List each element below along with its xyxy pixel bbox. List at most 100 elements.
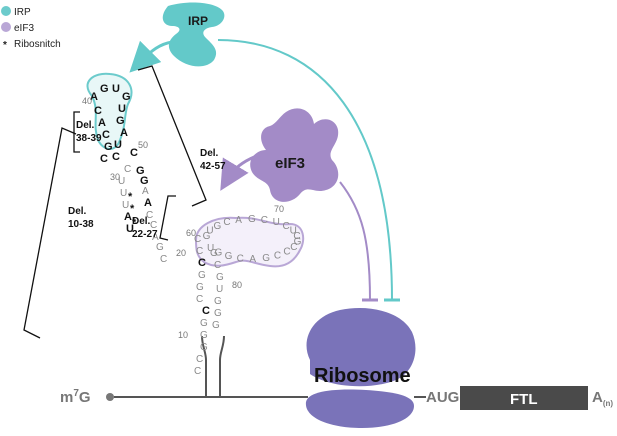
nucleotide: G [214, 308, 222, 319]
deletion-labels: Del. 38-39 Del. 42-57 Del. 10-38 Del. 22… [68, 120, 226, 240]
nucleotide: C [94, 105, 102, 117]
nucleotide: C [293, 231, 300, 242]
irp-shape [162, 2, 225, 67]
nucleotide: U [118, 103, 126, 115]
nucleotide: U [112, 83, 120, 95]
nucleotide: C [150, 220, 157, 231]
del-38-39-line1: Del. [76, 120, 95, 131]
nucleotide: G [122, 91, 131, 103]
bracket-del-22-27 [159, 195, 176, 241]
nucleotide: G [200, 318, 208, 329]
nucleotide: U [290, 226, 297, 237]
bracket-del-42-57 [137, 65, 207, 207]
nucleotide: G [216, 272, 224, 283]
nucleotide: C [223, 217, 230, 228]
nucleotide: U [216, 284, 223, 295]
nucleotide: U [120, 188, 127, 199]
nucleotide: G [196, 282, 204, 293]
position-number: 30 [110, 172, 120, 182]
nucleotide: A [249, 254, 256, 265]
nucleotide: C [146, 210, 153, 221]
nucleotide: G [156, 242, 164, 253]
irp-protein: IRP [162, 2, 225, 67]
legend: IRP eIF3 * Ribosnitch [1, 6, 61, 51]
ribosome-large-subunit [306, 308, 416, 387]
nucleotide: C [274, 251, 281, 262]
del-22-27-line2: 22-27 [132, 229, 158, 240]
nucleotide: G [212, 320, 220, 331]
position-number: 10 [178, 330, 188, 340]
del-10-38-line1: Del. [68, 206, 87, 217]
nucleotide: G [104, 141, 113, 153]
bracket-del-38-39 [73, 111, 80, 153]
nucleotide: G [200, 342, 208, 353]
mrna: m7G AUG FTL A(n) [60, 335, 613, 410]
irp-inhibition-line [217, 39, 393, 301]
nucleotide: G [200, 330, 208, 341]
nucleotide: C [196, 294, 203, 305]
nucleotide: C [290, 242, 297, 253]
cap-dot [106, 393, 114, 401]
legend-irp-dot [1, 6, 11, 16]
nucleotide: U [118, 176, 125, 187]
nucleotide: G [116, 115, 125, 127]
nucleotide: U [206, 226, 213, 237]
nucleotide: G [214, 296, 222, 307]
nucleotide: G [214, 221, 222, 232]
legend-eif3-dot [1, 22, 11, 32]
position-number: 50 [138, 140, 148, 150]
nucleotide: U [207, 243, 214, 254]
ribosnitch-mark: * [130, 203, 135, 215]
irp-binding-arrow [129, 40, 173, 73]
nucleotide: U [114, 139, 122, 151]
nucleotide: G [262, 253, 270, 264]
start-codon-label: AUG [426, 389, 459, 406]
nucleotide: G [248, 214, 256, 225]
position-number: 80 [232, 280, 242, 290]
nucleotide: G [294, 237, 302, 248]
nucleotide: A [142, 186, 149, 197]
nucleotide: C [100, 153, 108, 165]
nucleotide: C [196, 354, 203, 365]
irp-binding-region [86, 72, 133, 150]
nucleotide: A [152, 232, 159, 243]
nucleotide: C [196, 246, 203, 257]
del-42-57-line1: Del. [200, 148, 219, 159]
nucleotide: C [130, 147, 138, 159]
cap-label: m7G [60, 388, 91, 406]
eif3-shape [250, 108, 339, 202]
eif3-protein: eIF3 [250, 108, 339, 202]
poly-a-label: A(n) [592, 389, 613, 408]
position-number: 40 [82, 96, 92, 106]
nucleotide: A [124, 211, 132, 223]
ribosnitch-mark: * [128, 191, 133, 203]
ribosome-label: Ribosome [314, 365, 411, 387]
ribosome: Ribosome [305, 308, 416, 428]
stem-connector [201, 335, 225, 397]
nucleotide: G [203, 231, 211, 242]
nucleotide: A [90, 91, 98, 103]
nucleotide: C [237, 253, 244, 264]
legend-irp-label: IRP [14, 7, 31, 18]
nucleotide: C [124, 164, 131, 175]
eif3-binding-region [194, 216, 305, 268]
bracket-del-10-38 [23, 127, 77, 339]
nucleotide: C [202, 305, 210, 317]
eif3-binding-arrow [220, 152, 263, 191]
nucleotide: C [102, 129, 110, 141]
nucleotide: C [261, 215, 268, 226]
nucleotide: C [194, 366, 201, 377]
nucleotide: G [198, 270, 206, 281]
nucleotide: G [215, 248, 223, 259]
nucleotide: C [214, 260, 221, 271]
nucleotide: G [225, 251, 233, 262]
nucleotide: C [283, 221, 290, 232]
ribosnitch-mark: * [132, 217, 137, 229]
legend-eif3-label: eIF3 [14, 23, 34, 34]
nucleotide: G [100, 83, 109, 95]
deletion-brackets [23, 65, 207, 339]
irp-label: IRP [188, 14, 208, 28]
